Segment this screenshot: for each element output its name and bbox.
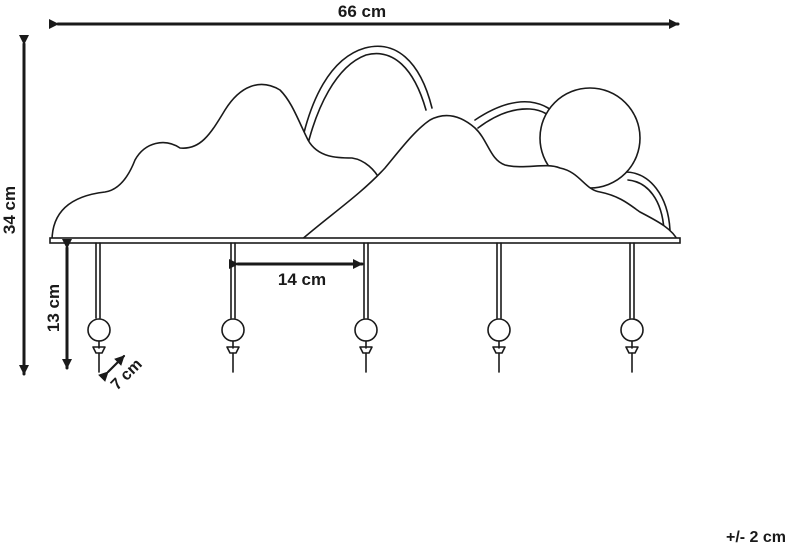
- hook-5: [620, 242, 644, 373]
- left-cloud-panel: [51, 83, 381, 242]
- width-label: 66 cm: [338, 2, 386, 21]
- mountain-back-arch: [299, 45, 433, 153]
- right-back-arch: [624, 171, 671, 231]
- width-dimension: 66 cm: [49, 2, 680, 29]
- height-label: 34 cm: [0, 186, 19, 234]
- hook-length-dimension: 13 cm: [44, 239, 72, 370]
- hook-3: [354, 242, 378, 373]
- shelf-base: [49, 237, 681, 244]
- hook-1: [87, 242, 111, 373]
- hook-spacing-label: 14 cm: [278, 270, 326, 289]
- height-dimension: 34 cm: [0, 35, 29, 376]
- hook-length-label: 13 cm: [44, 284, 63, 332]
- hook-spacing-dimension: 14 cm: [229, 259, 364, 289]
- depth-dimension: 7 cm: [98, 354, 146, 394]
- hook-4: [487, 242, 511, 373]
- depth-label: 7 cm: [108, 356, 146, 394]
- hook-2: [221, 242, 245, 373]
- right-cloud-panel: [299, 114, 679, 242]
- tolerance-note: +/- 2 cm: [726, 529, 786, 546]
